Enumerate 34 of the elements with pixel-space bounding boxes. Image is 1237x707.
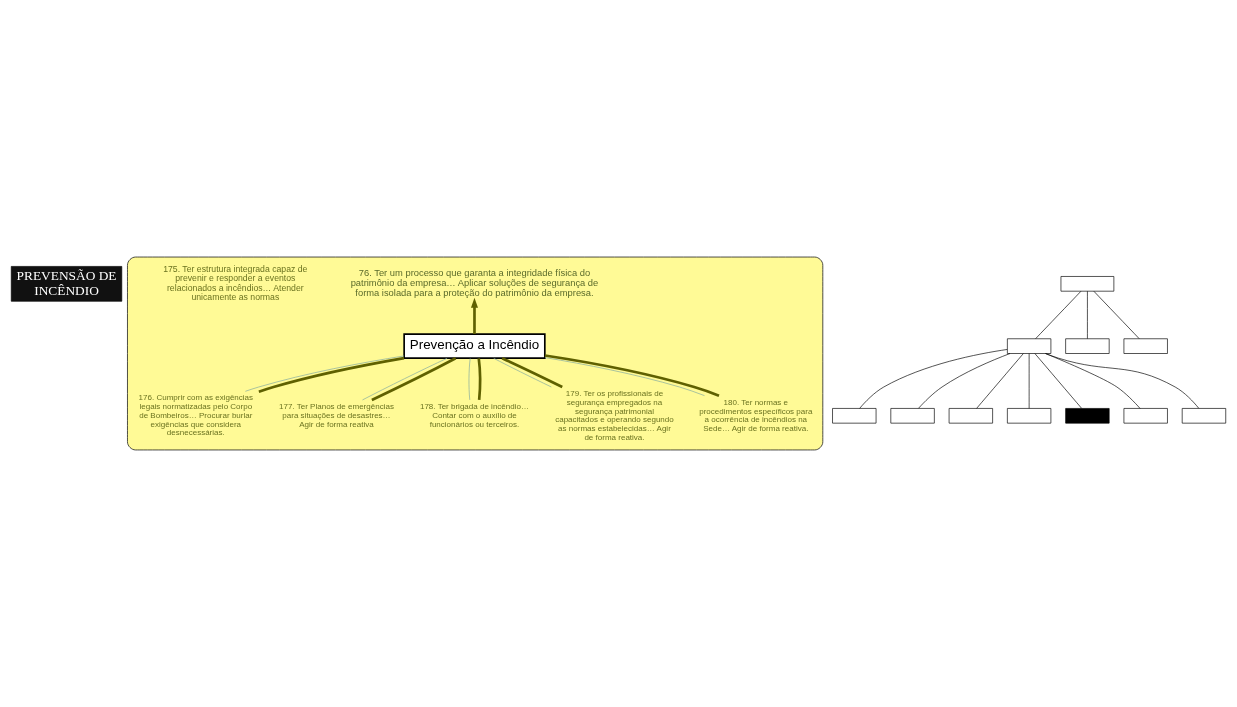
node-box (1060, 276, 1115, 292)
connector (371, 357, 457, 402)
node-box: Prevenção a Incêndio (403, 333, 546, 360)
node-box (1065, 338, 1110, 354)
connector (544, 357, 705, 396)
node-box (1181, 408, 1227, 424)
node-box (1123, 408, 1168, 424)
connector (1045, 353, 1200, 409)
connector (493, 357, 552, 388)
connector (1087, 290, 1088, 339)
node-box (1007, 408, 1052, 424)
connector (501, 357, 563, 389)
cluster (127, 256, 824, 451)
connector (859, 349, 1008, 409)
connector (1035, 290, 1082, 339)
node-box: PREVENSÃO DE INCÊNDIO (10, 266, 123, 302)
arrow (470, 297, 478, 334)
node-text: 175. Ter estrutura integrada capaz de prevenir e responder a eventos relacionados a incêndios… Atender unicamente as normas (163, 264, 308, 303)
connector (362, 357, 448, 401)
node-box (948, 408, 993, 424)
node-box (1065, 408, 1110, 424)
connector (1034, 353, 1082, 409)
connector (477, 358, 482, 400)
connector (976, 353, 1024, 409)
connector (544, 354, 720, 397)
connector (918, 353, 1011, 409)
connector (1093, 290, 1140, 339)
node-box (1123, 338, 1168, 354)
node-box (1007, 338, 1052, 354)
node-box (832, 408, 877, 424)
node-text: 76. Ter um processo que garanta a integridade física do patrimônio da empresa… Aplicar soluções de segurança de forma isolada para a proteção do patrimônio da empresa. (350, 268, 599, 299)
connector (1028, 353, 1030, 409)
node-box (890, 408, 935, 424)
connector (468, 358, 471, 401)
